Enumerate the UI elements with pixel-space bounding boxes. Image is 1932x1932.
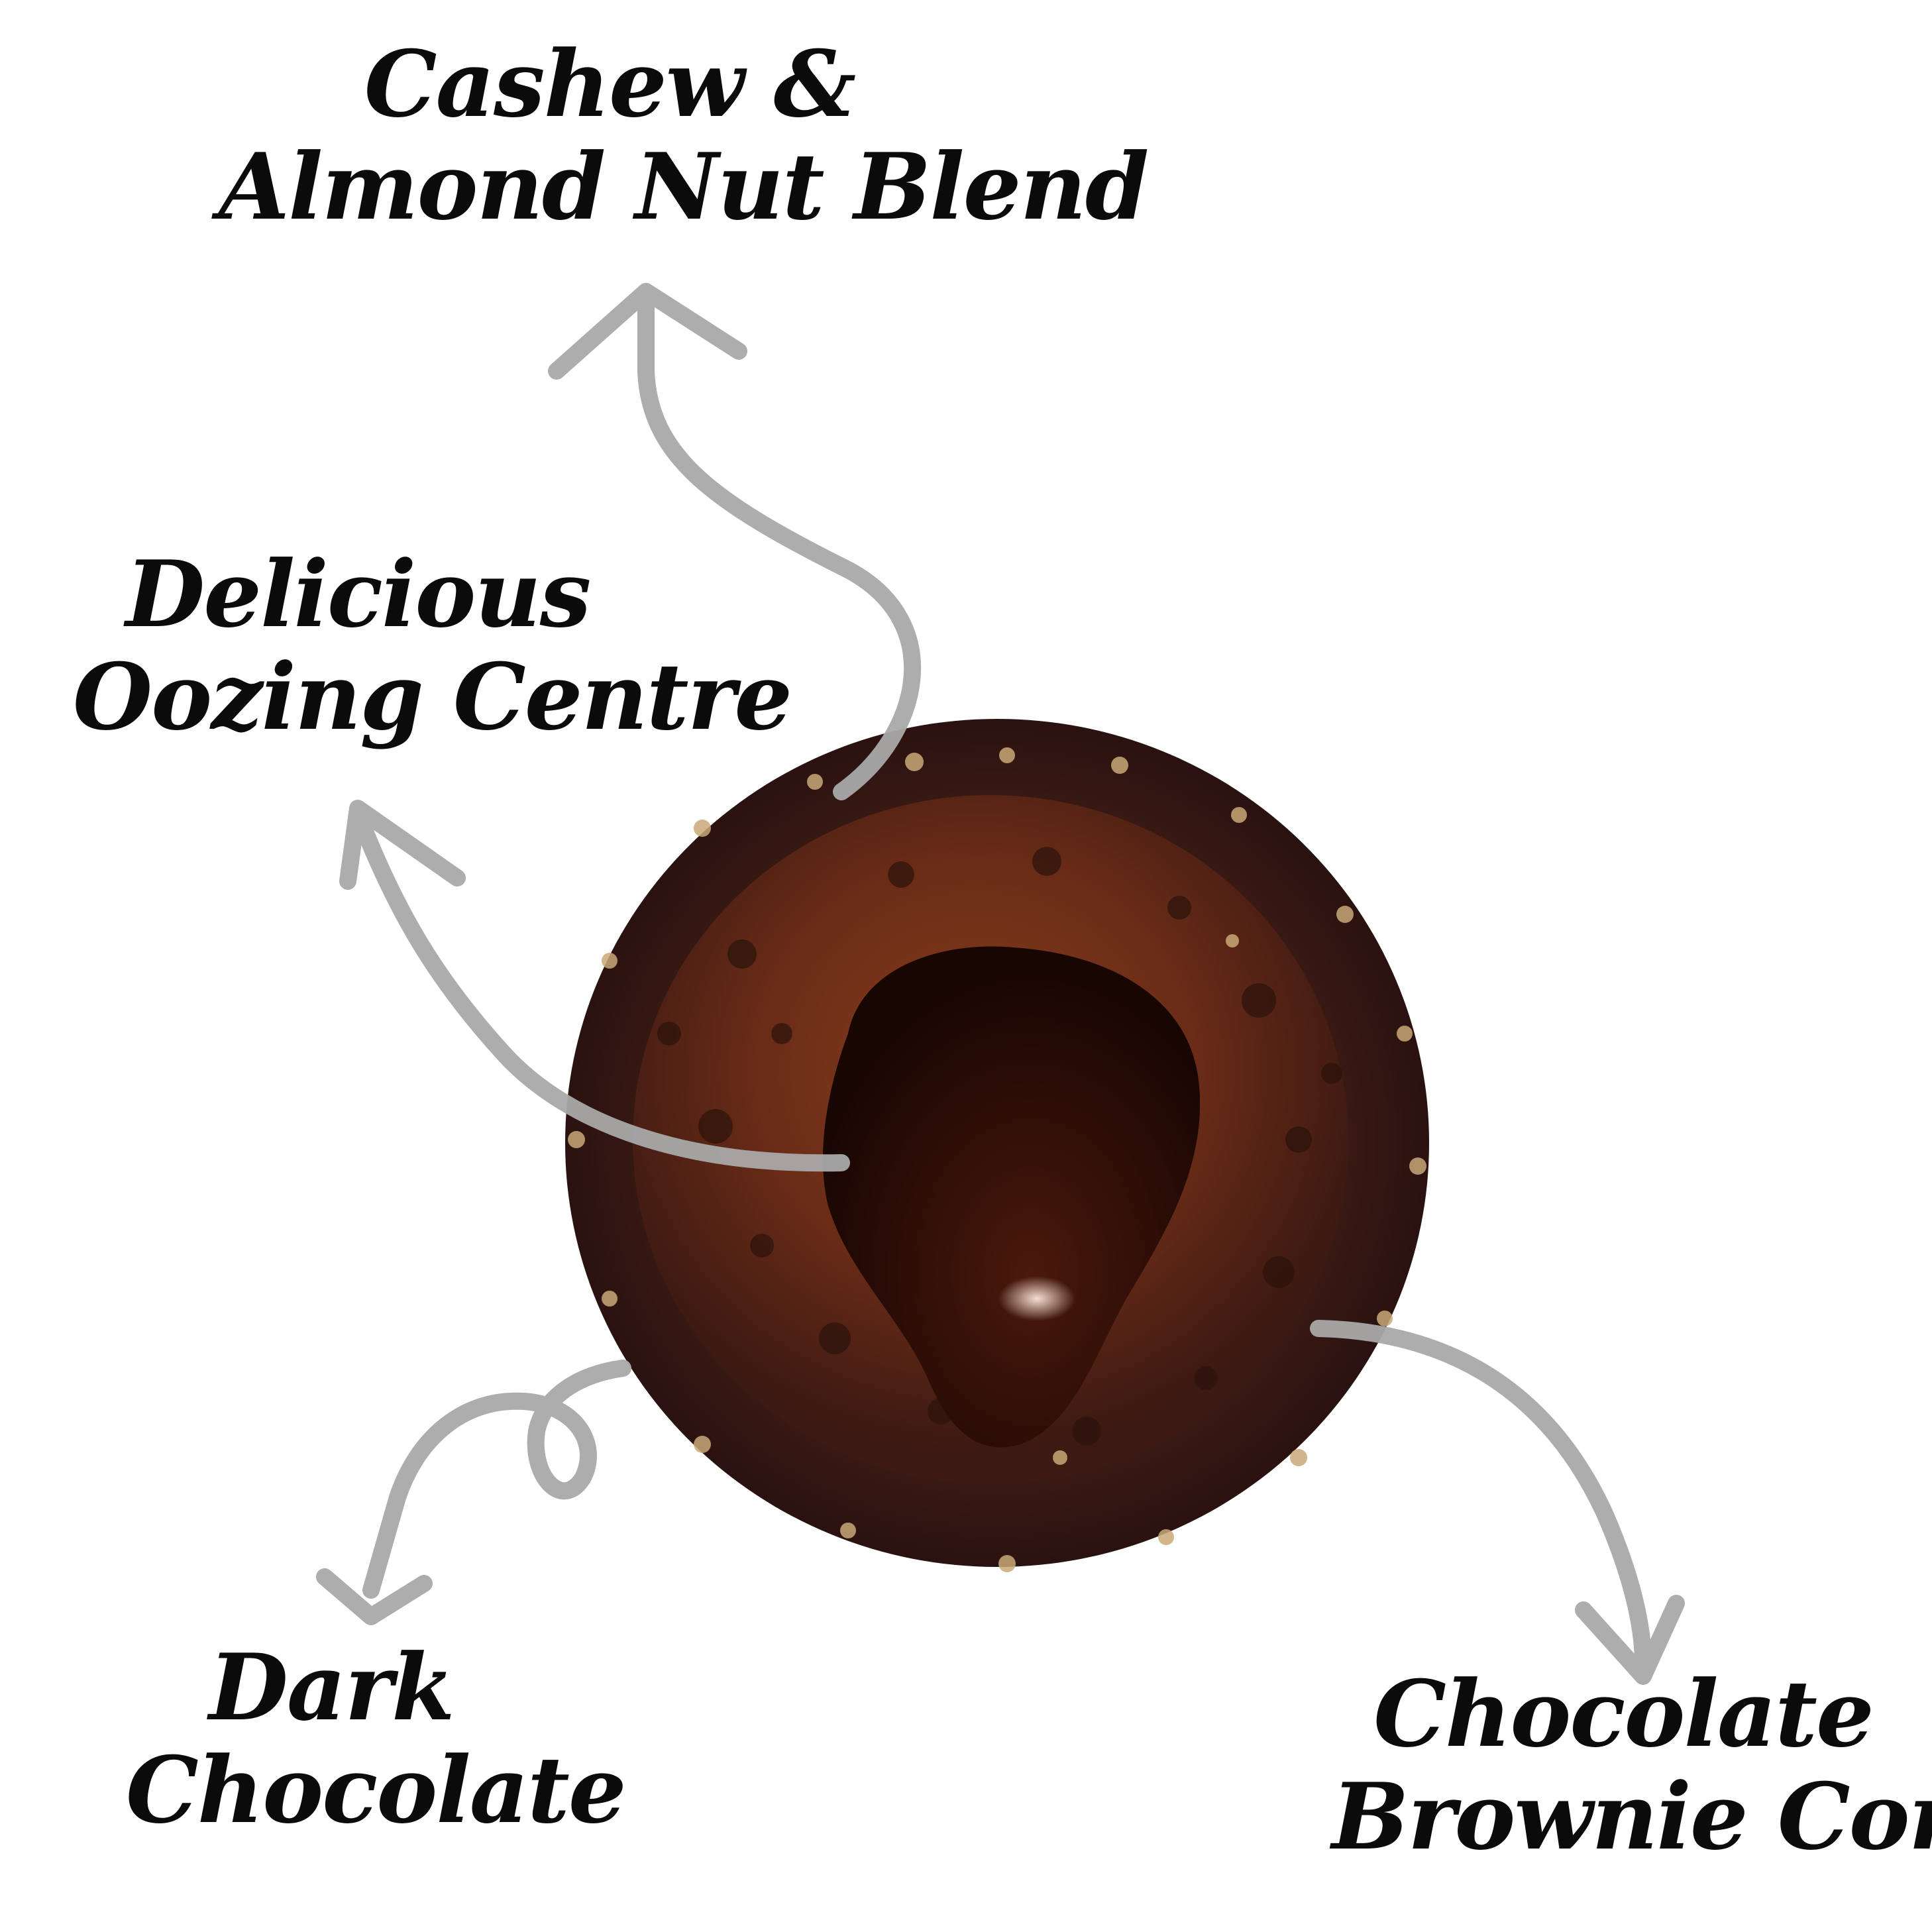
label-nut-blend-line1: Cashew & — [364, 30, 857, 138]
arrow-oozing-centre-head — [339, 800, 466, 890]
label-dark-chocolate-line2: Chocolate — [126, 1735, 627, 1844]
label-brownie-core-line1: Chocolate — [1373, 1660, 1874, 1768]
chocolate-centre — [822, 946, 1201, 1448]
label-nut-blend-line2: Almond Nut Blend — [219, 132, 1149, 241]
label-oozing-centre: Delicious Oozing Centre — [73, 540, 792, 751]
label-oozing-centre-line1: Delicious — [125, 540, 592, 648]
nut-flecks — [568, 747, 1426, 1572]
label-nut-blend: Cashew & Almond Nut Blend — [219, 30, 1149, 241]
arrow-brownie-core-head — [1575, 1595, 1685, 1685]
arrow-nut-blend-head — [548, 283, 747, 380]
brownie-ball — [565, 719, 1429, 1572]
arrow-dark-chocolate-head — [316, 1568, 433, 1625]
arrow-nut-blend — [637, 286, 921, 800]
arrow-oozing-centre — [352, 813, 850, 1172]
label-dark-chocolate-line1: Dark — [209, 1633, 455, 1741]
arrow-dark-chocolate — [362, 1360, 631, 1599]
label-brownie-core-line2: Brownie Core — [1332, 1762, 1932, 1870]
label-oozing-centre-line2: Oozing Centre — [73, 642, 792, 751]
label-dark-chocolate: Dark Chocolate — [126, 1633, 627, 1844]
arrow-brownie-core — [1310, 1320, 1652, 1672]
chocolate-shine — [998, 1276, 1075, 1321]
label-brownie-core: Chocolate Brownie Core — [1332, 1660, 1932, 1870]
arrows — [316, 283, 1685, 1685]
